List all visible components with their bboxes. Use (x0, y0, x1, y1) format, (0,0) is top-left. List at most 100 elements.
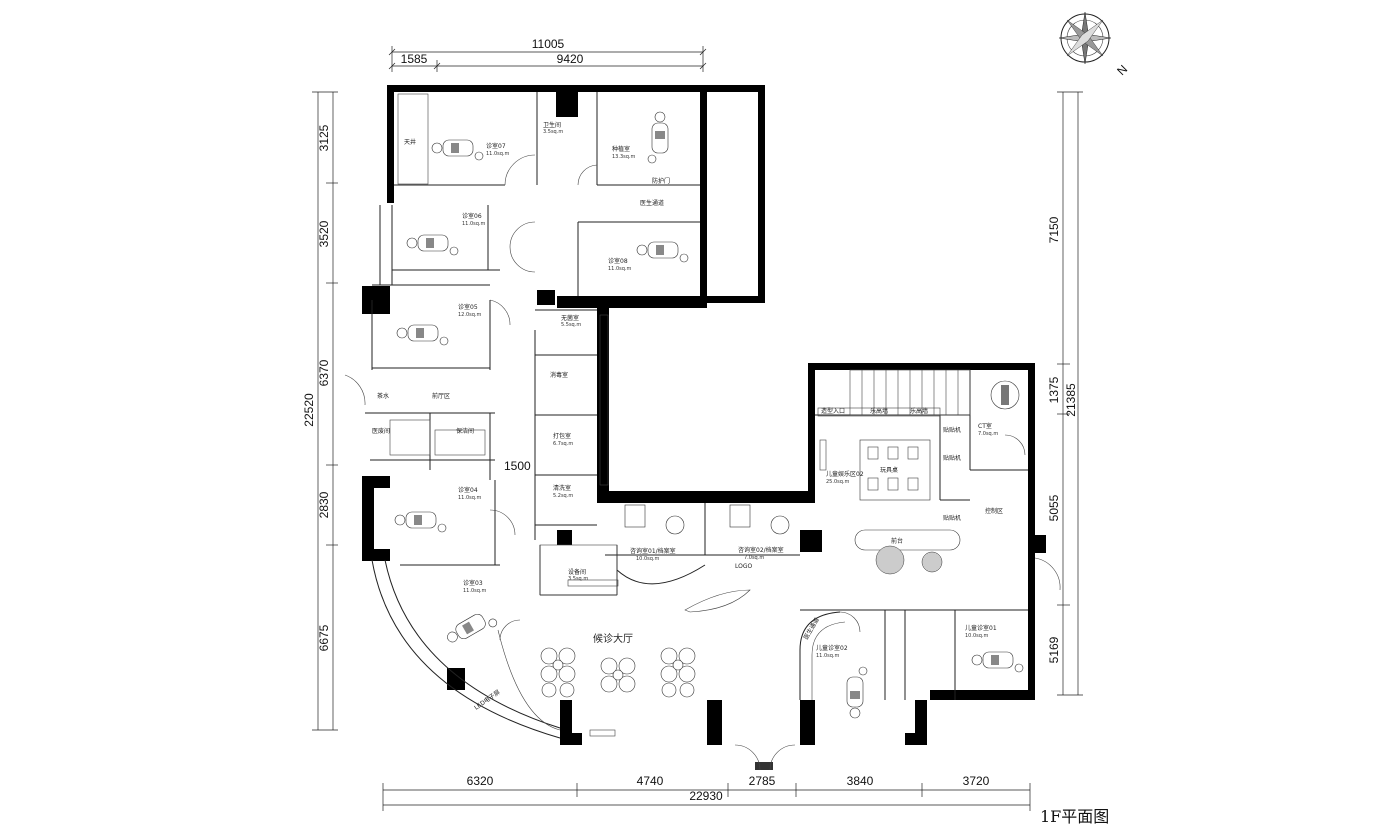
dim-left-3: 6370 (317, 359, 331, 386)
label-kit: 种植室 (612, 145, 630, 153)
curved-facade (371, 559, 846, 739)
dim-bottom-2: 4740 (637, 774, 664, 788)
dim-right-1: 7150 (1047, 216, 1061, 243)
dim-right-2: 1375 (1047, 376, 1061, 403)
dim-corridor: 1500 (504, 459, 531, 473)
dental-chair-05 (396, 324, 449, 346)
dim-right-3: 5055 (1047, 494, 1061, 521)
dim-right-4: 5169 (1047, 636, 1061, 663)
label-consult01: 咨询室01/档案室 (630, 547, 676, 555)
label-led: LED电子屏 (473, 688, 502, 712)
fixtures (389, 93, 961, 770)
doors (344, 154, 1061, 771)
dim-left-5: 6675 (317, 624, 331, 651)
area-clinic07: 11.0sq.m (486, 151, 510, 157)
label-clinic03: 诊室03 (463, 579, 483, 587)
area-wc: 3.5sq.m (543, 129, 563, 135)
waiting-seating (540, 647, 696, 698)
label-machine-2: 贴贴机 (943, 454, 961, 462)
label-print-room: 打包室 (553, 432, 571, 440)
label-consult02: 咨询室02/档案室 (738, 546, 784, 554)
label-kids-corridor: 医生通道 (802, 616, 821, 641)
dim-top-total: 11005 (532, 37, 565, 51)
room-labels: 天井 诊室07 11.0sq.m 卫生间 3.5sq.m 种植室 13.3sq.… (372, 121, 1109, 826)
area-kids-play: 25.0sq.m (826, 479, 850, 485)
dim-bottom-5: 3720 (963, 774, 990, 788)
area-print-room: 6.7sq.m (553, 441, 573, 447)
label-stair-1: 造型入口 (821, 407, 845, 415)
area-gas-room: 5.5sq.m (561, 322, 581, 328)
label-hall-deco: LOGO (735, 563, 753, 570)
area-consult01: 10.0sq.m (636, 556, 660, 562)
top-dimensions: 11005 1585 9420 (388, 37, 707, 72)
bottom-dimensions: 6320 4740 2785 3840 3720 22930 (382, 774, 1031, 811)
area-kit: 13.3sq.m (612, 154, 636, 160)
dental-chair-03 (447, 613, 498, 643)
ct-machine (990, 380, 1020, 410)
plan-title: 1F平面图 (1040, 807, 1109, 826)
label-clinic08: 诊室08 (608, 257, 628, 265)
label-clinic07: 诊室07 (486, 142, 506, 150)
label-clinic05: 诊室05 (458, 303, 478, 311)
label-skywell: 天井 (404, 138, 416, 146)
dim-bottom-1: 6320 (467, 774, 494, 788)
area-wash-room: 5.2sq.m (553, 493, 573, 499)
label-front-desk: 前台 (891, 537, 903, 545)
area-clinic05: 12.0sq.m (458, 312, 482, 318)
stairs (817, 369, 971, 417)
area-clinic08: 11.0sq.m (608, 266, 632, 272)
right-dimensions: 7150 1375 5055 5169 21385 (1047, 91, 1083, 696)
compass-north-label: N (1114, 62, 1130, 78)
dim-bottom-4: 3840 (847, 774, 874, 788)
area-consult02: 7.0sq.m (744, 555, 764, 561)
label-tea: 茶水 (377, 392, 389, 400)
dental-chair-kids01 (971, 651, 1024, 673)
label-control: 控制区 (985, 507, 1003, 515)
area-kids02: 11.0sq.m (816, 653, 840, 659)
dim-left-2: 3520 (317, 220, 331, 247)
dental-chair-06 (406, 234, 459, 256)
area-clinic03: 11.0sq.m (463, 588, 487, 594)
label-kids01: 儿童诊室01 (965, 624, 997, 632)
dim-top-seg-2: 9420 (557, 52, 584, 66)
dim-right-total: 21385 (1064, 383, 1078, 417)
area-clinic04: 11.0sq.m (458, 495, 482, 501)
label-kids02: 儿童诊室02 (816, 644, 848, 652)
label-equipment: 设备间 (568, 568, 586, 576)
dental-chairs (394, 111, 1024, 719)
label-fire-door: 防护门 (652, 177, 670, 185)
dim-left-4: 2830 (317, 491, 331, 518)
dim-left-1: 3125 (317, 124, 331, 151)
label-toy: 玩具桌 (880, 466, 898, 474)
label-wash-room: 清洗室 (553, 484, 571, 492)
compass-icon: N (1058, 11, 1130, 78)
label-wc: 卫生间 (543, 121, 561, 129)
dental-chair-04 (394, 511, 447, 533)
dim-top-seg-1: 1585 (401, 52, 428, 66)
dim-left-total: 22520 (302, 393, 316, 427)
label-hall: 候诊大厅 (593, 632, 633, 645)
label-storage: 保洁间 (456, 427, 474, 435)
label-waiting-area: 前厅区 (432, 392, 450, 400)
label-stair-3: 乐高墙 (910, 407, 928, 415)
dental-chair-08 (636, 241, 689, 263)
partitions (365, 92, 1028, 700)
area-clinic06: 11.0sq.m (462, 221, 486, 227)
area-equipment: 3.5sq.m (568, 576, 588, 582)
dim-bottom-3: 2785 (749, 774, 776, 788)
label-disinfect: 消毒室 (550, 371, 568, 379)
label-medwaste: 医废间 (372, 427, 390, 435)
label-doctor-corridor: 医生通道 (640, 199, 664, 207)
label-ct-room: CT室 (978, 422, 992, 430)
left-dimensions: 3125 3520 6370 2830 6675 22520 (302, 91, 338, 731)
label-gas-room: 无菌室 (561, 314, 579, 322)
dental-chair-07 (431, 139, 484, 161)
area-kids01: 10.0sq.m (965, 633, 989, 639)
label-kids-play: 儿童娱乐区02 (826, 470, 864, 478)
area-ct-room: 7.0sq.m (978, 431, 998, 437)
walls (362, 85, 1046, 745)
dental-chair-kit (647, 111, 669, 164)
dim-bottom-total: 22930 (689, 789, 723, 803)
label-clinic06: 诊室06 (462, 212, 482, 220)
